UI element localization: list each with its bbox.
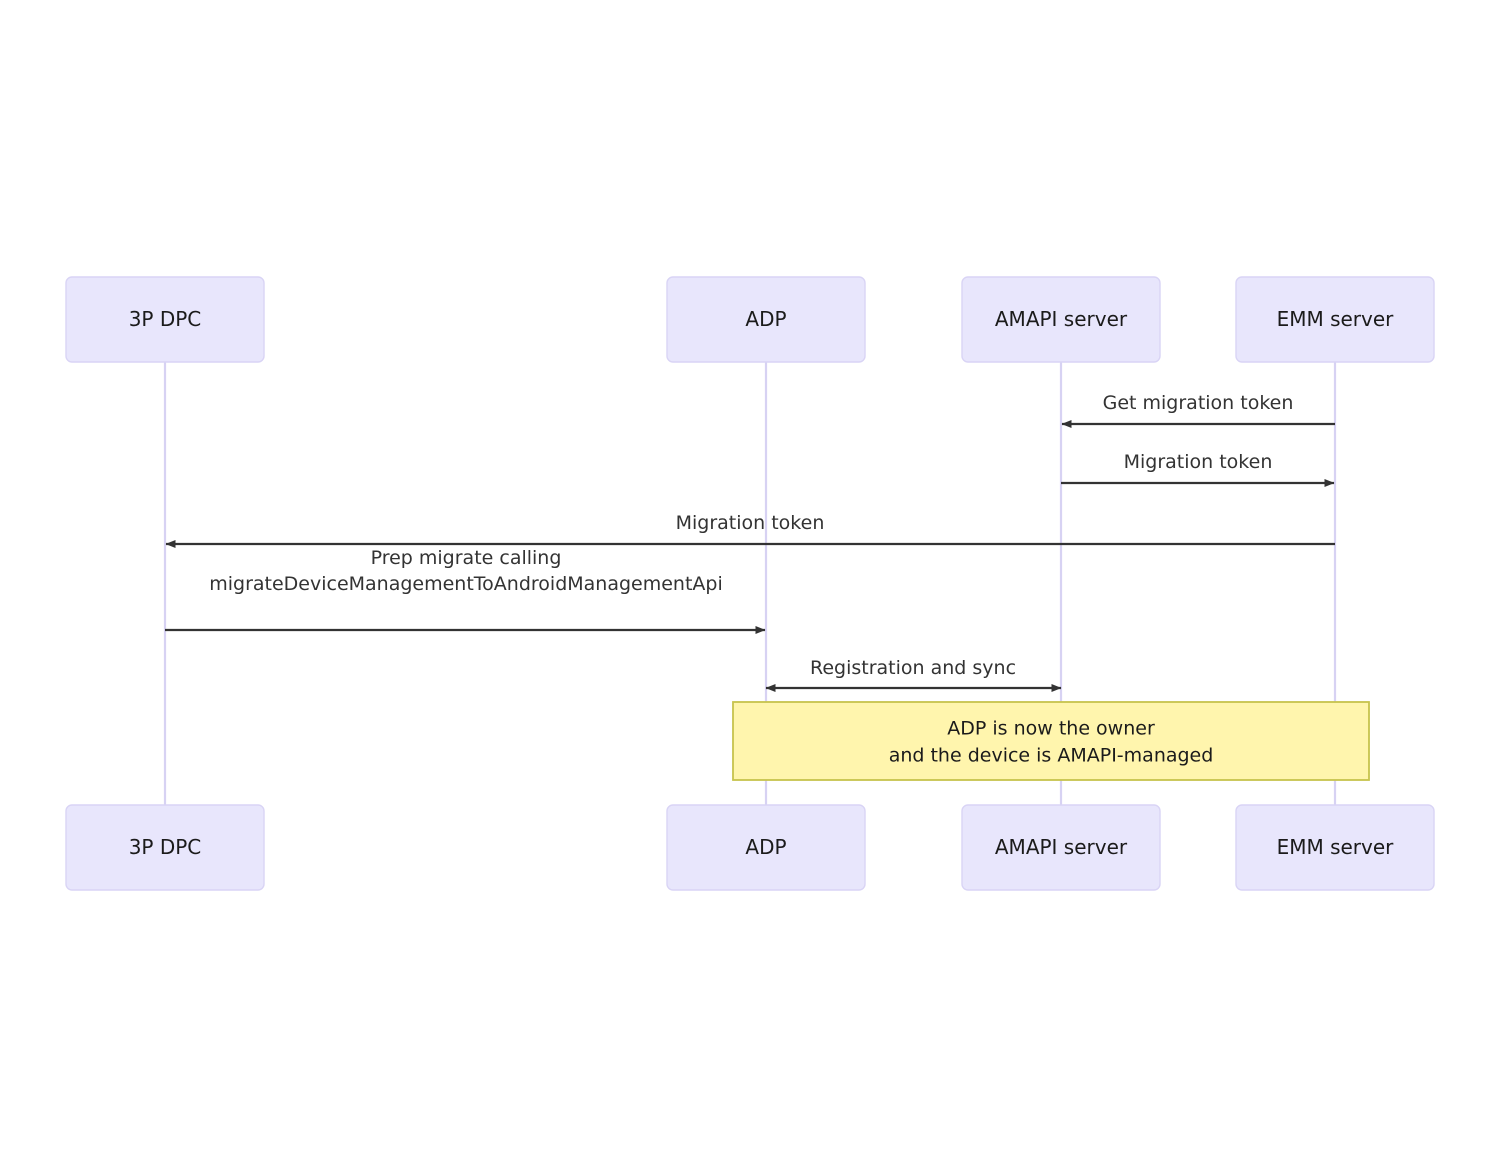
actor-box-rect [961, 276, 1161, 363]
message-label-m1-line1: Get migration token [1103, 392, 1294, 414]
actor-emm-top[interactable]: EMM server [1235, 276, 1435, 363]
message-m2: Migration token [1061, 451, 1335, 487]
actor-label-dpc: 3P DPC [129, 307, 202, 331]
message-m1: Get migration token [1061, 392, 1335, 428]
notes-group: ADP is now the owner and the device is AM… [732, 701, 1370, 781]
actor-boxes-bottom-group: 3P DPC ADP AMAPI server EMM server [65, 804, 1435, 891]
message-label-m5-line1: Registration and sync [810, 657, 1016, 679]
actor-amapi-bottom[interactable]: AMAPI server [961, 804, 1161, 891]
actor-box-rect [666, 276, 866, 363]
actor-label-adp: ADP [745, 835, 786, 859]
note-box-rect [732, 701, 1370, 781]
message-label-m2-line1: Migration token [1124, 451, 1273, 473]
actor-label-emm: EMM server [1277, 835, 1395, 859]
note-text-line2: and the device is AMAPI-managed [889, 745, 1214, 767]
actor-dpc-top[interactable]: 3P DPC [65, 276, 265, 363]
note-text-line1: ADP is now the owner [947, 718, 1155, 740]
actor-adp-bottom[interactable]: ADP [666, 804, 866, 891]
actor-label-emm: EMM server [1277, 307, 1395, 331]
actor-emm-bottom[interactable]: EMM server [1235, 804, 1435, 891]
actor-box-rect [65, 804, 265, 891]
actor-label-amapi: AMAPI server [995, 307, 1128, 331]
message-label-m4-line2: migrateDeviceManagementToAndroidManageme… [209, 573, 723, 595]
actor-label-adp: ADP [745, 307, 786, 331]
message-label-m3-line1: Migration token [676, 512, 825, 534]
actor-amapi-top[interactable]: AMAPI server [961, 276, 1161, 363]
actor-dpc-bottom[interactable]: 3P DPC [65, 804, 265, 891]
actor-box-rect [961, 804, 1161, 891]
message-m5: Registration and sync [765, 657, 1062, 692]
note-note1: ADP is now the owner and the device is AM… [732, 701, 1370, 781]
actor-boxes-top-group: 3P DPC ADP AMAPI server EMM server [65, 276, 1435, 363]
actor-adp-top[interactable]: ADP [666, 276, 866, 363]
message-m3: Migration token [165, 512, 1335, 548]
actor-label-dpc: 3P DPC [129, 835, 202, 859]
message-label-m4-line1: Prep migrate calling [371, 547, 562, 569]
actor-box-rect [1235, 804, 1435, 891]
actor-box-rect [666, 804, 866, 891]
actor-box-rect [65, 276, 265, 363]
actor-label-amapi: AMAPI server [995, 835, 1128, 859]
actor-box-rect [1235, 276, 1435, 363]
message-m4: Prep migrate calling migrateDeviceManagem… [165, 547, 766, 634]
